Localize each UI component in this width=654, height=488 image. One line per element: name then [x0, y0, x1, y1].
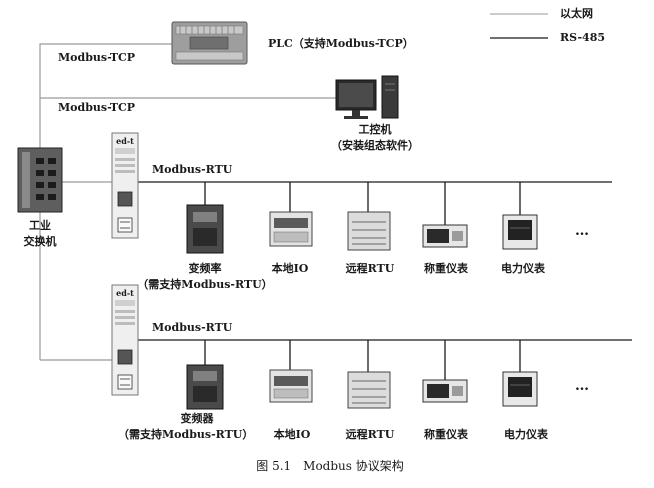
weighing-meter-bottom-label: 称重仪表 — [424, 428, 468, 441]
rs485-bus-top — [138, 181, 612, 225]
local-io-bottom-label: 本地IO — [273, 428, 311, 441]
switch-label-line1: 工业 — [29, 219, 51, 232]
rs485-bus-bottom — [138, 339, 632, 380]
gateway-top-brand: ed-t — [116, 136, 134, 146]
ethernet-plc-link — [39, 43, 172, 148]
power-meter-top-icon — [502, 214, 538, 250]
plc-label: PLC（支持Modbus-TCP） — [268, 37, 414, 50]
vfd-bottom-label-line1: 变频器 — [180, 412, 214, 425]
gateway-top-icon — [111, 132, 139, 239]
local-io-top-icon — [269, 211, 313, 247]
industrial-switch-icon — [17, 147, 63, 213]
legend-rs485-label: RS-485 — [560, 31, 606, 44]
vfd-top-icon — [186, 204, 224, 254]
local-io-top-label: 本地IO — [271, 262, 309, 275]
weighing-meter-top-icon — [422, 224, 468, 248]
vfd-top-label-line1: 变频率 — [188, 262, 222, 275]
plc-icon — [171, 21, 248, 65]
power-meter-bottom-label: 电力仪表 — [504, 428, 548, 441]
vfd-bottom-label-line2: （需支持Modbus-RTU） — [118, 428, 254, 441]
gateway-bottom-icon — [111, 284, 139, 396]
protocol-label-rtu-top: Modbus-RTU — [152, 163, 233, 176]
more-devices-top: … — [575, 223, 589, 239]
protocol-label-rtu-bottom: Modbus-RTU — [152, 321, 233, 334]
switch-label-line2: 交换机 — [23, 235, 57, 248]
ipc-label-line1: 工控机 — [358, 123, 392, 136]
remote-rtu-bottom-icon — [347, 371, 391, 409]
ipc-label-line2: （安装组态软件） — [331, 139, 419, 152]
vfd-top-label-line2: （需支持Modbus-RTU） — [137, 278, 273, 291]
remote-rtu-top-label: 远程RTU — [345, 262, 395, 275]
figure-caption: 图 5.1 Modbus 协议架构 — [256, 459, 404, 473]
weighing-meter-bottom-icon — [422, 379, 468, 403]
industrial-pc-icon — [335, 75, 399, 119]
local-io-bottom-icon — [269, 369, 313, 403]
power-meter-bottom-icon — [502, 371, 538, 407]
legend-ethernet-label: 以太网 — [560, 7, 593, 20]
weighing-meter-top-label: 称重仪表 — [424, 262, 468, 275]
more-devices-bottom: … — [575, 378, 589, 394]
protocol-label-tcp-plc: Modbus-TCP — [58, 51, 136, 64]
remote-rtu-bottom-label: 远程RTU — [345, 428, 395, 441]
ethernet-links — [39, 43, 356, 361]
gateway-bottom-brand: ed-t — [116, 288, 134, 298]
protocol-label-tcp-ipc: Modbus-TCP — [58, 101, 136, 114]
vfd-bottom-icon — [186, 364, 224, 410]
remote-rtu-top-icon — [347, 211, 391, 251]
power-meter-top-label: 电力仪表 — [501, 262, 545, 275]
